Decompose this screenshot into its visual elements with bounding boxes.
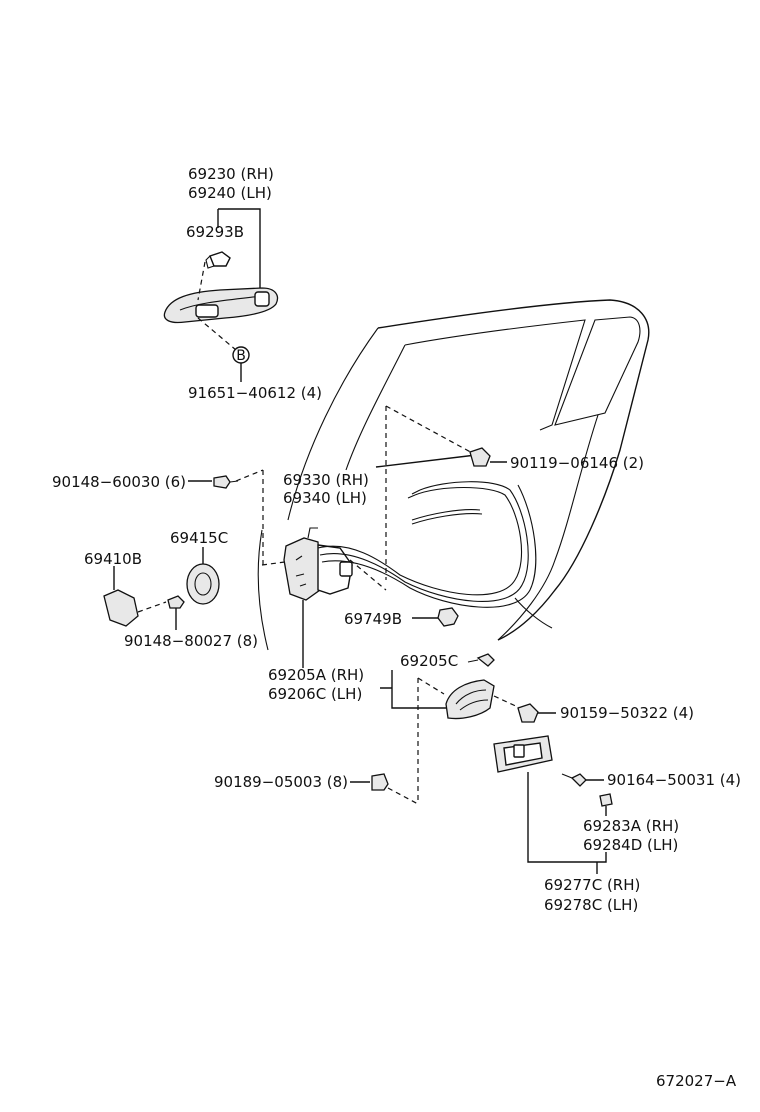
label-90189: 90189−05003 (8) xyxy=(214,773,348,791)
label-69205a: 69205A (RH) xyxy=(268,666,364,684)
label-69206c: 69206C (LH) xyxy=(268,685,362,703)
drawing-number: 672027−A xyxy=(656,1072,737,1090)
label-90119: 90119−06146 (2) xyxy=(510,454,644,472)
inside-handle-group: 69205A (RH) 69206C (LH) 69205C xyxy=(268,600,521,805)
bolt-90159-group: 90159−50322 (4) xyxy=(517,703,694,723)
label-69749b: 69749B xyxy=(344,610,402,628)
bolt-icon xyxy=(517,703,539,723)
label-69230: 69230 (RH) xyxy=(188,165,274,183)
screw-icon xyxy=(213,475,231,489)
bolt-90119-group: 90119−06146 (2) xyxy=(469,447,644,472)
label-69278c: 69278C (LH) xyxy=(544,896,638,914)
screw-icon xyxy=(476,653,495,667)
label-69240: 69240 (LH) xyxy=(188,184,272,202)
label-90159: 90159−50322 (4) xyxy=(560,704,694,722)
clip-icon xyxy=(371,773,389,791)
label-90164: 90164−50031 (4) xyxy=(607,771,741,789)
callout-b-label: B xyxy=(236,348,246,364)
clip-icon xyxy=(437,607,459,627)
label-69283a: 69283A (RH) xyxy=(583,817,679,835)
label-90148-80027: 90148−80027 (8) xyxy=(124,632,258,650)
label-69205c: 69205C xyxy=(400,652,458,670)
cover-69410b-group: 69410B 90148−80027 (8) xyxy=(84,550,258,650)
label-90148-60030: 90148−60030 (6) xyxy=(52,473,186,491)
lock-cover-icon xyxy=(186,563,220,605)
clip-icon xyxy=(599,793,613,807)
door-lock-icon xyxy=(283,537,321,601)
label-69284d: 69284D (LH) xyxy=(583,836,678,854)
label-69415c: 69415C xyxy=(170,529,228,547)
door-lock-group: 69330 (RH) 69340 (LH) xyxy=(235,405,537,608)
door-inside-handle-icon xyxy=(445,679,495,720)
label-69410b: 69410B xyxy=(84,550,142,568)
screw-icon xyxy=(570,773,587,787)
label-69330: 69330 (RH) xyxy=(283,471,369,489)
door-outside-handle-icon xyxy=(163,287,279,324)
label-69277c: 69277C (RH) xyxy=(544,876,640,894)
handle-bezel-group: 90164−50031 (4) 69283A (RH) 69284D (LH) … xyxy=(493,735,741,914)
lock-protector-icon xyxy=(103,589,139,627)
outside-handle-group: B 69230 (RH) 69240 (LH) 69293B 91651−406… xyxy=(163,165,322,402)
door-panel-outline xyxy=(257,299,650,651)
cover-69415c-group: 69415C xyxy=(170,529,228,605)
label-69340: 69340 (LH) xyxy=(283,489,367,507)
label-69293b: 69293B xyxy=(186,223,244,241)
label-91651: 91651−40612 (4) xyxy=(188,384,322,402)
screw-90148-60030-group: 90148−60030 (6) xyxy=(52,473,239,491)
clip-90189-group: 90189−05003 (8) xyxy=(214,773,389,791)
screw-icon xyxy=(167,595,185,609)
bolt-icon xyxy=(469,447,491,467)
clip-69749b-group: 69749B xyxy=(344,607,459,628)
screw-icon xyxy=(209,251,231,267)
